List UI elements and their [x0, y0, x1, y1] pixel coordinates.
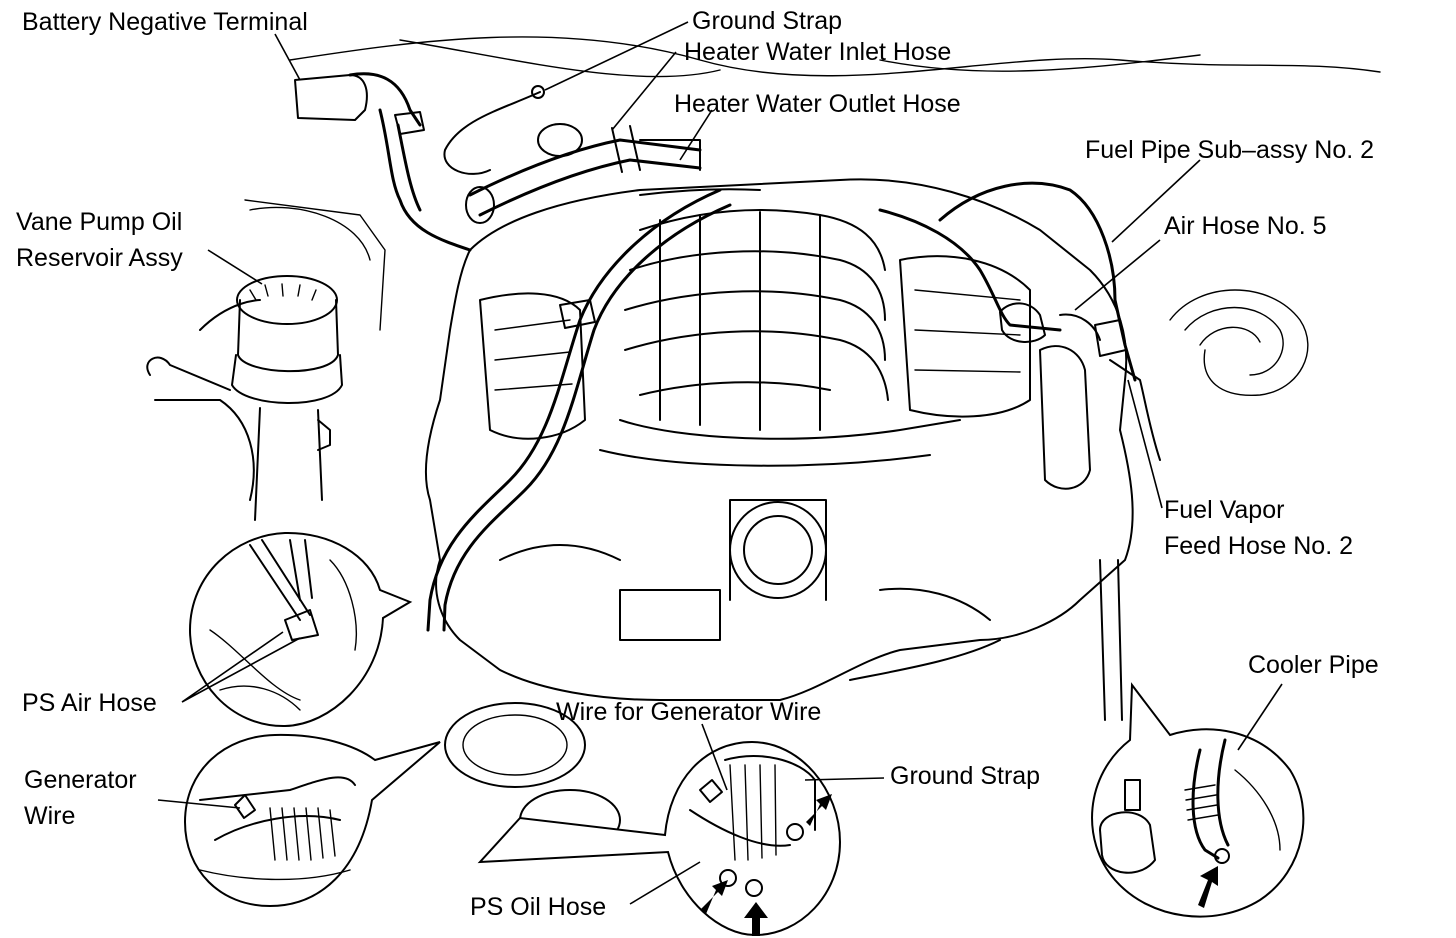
label-heater-water-outlet-hose: Heater Water Outlet Hose — [674, 90, 961, 118]
label-fuel-vapor-line1: Fuel Vapor — [1164, 496, 1284, 524]
label-ground-strap-bottom: Ground Strap — [890, 762, 1040, 790]
labels: Battery Negative Terminal Ground Strap H… — [16, 7, 1379, 921]
label-fuel-vapor-line2: Feed Hose No. 2 — [1164, 532, 1353, 560]
detail-ps-air-hose — [188, 531, 413, 728]
leader-lines — [157, 21, 1283, 905]
engine-drawing — [146, 36, 1381, 851]
label-vane-pump-line1: Vane Pump Oil — [16, 208, 182, 236]
label-ps-oil-hose: PS Oil Hose — [470, 893, 606, 921]
label-generator-wire-line2: Wire — [24, 802, 75, 830]
label-heater-water-inlet-hose: Heater Water Inlet Hose — [684, 38, 951, 66]
label-cooler-pipe: Cooler Pipe — [1248, 651, 1379, 679]
detail-generator-wire — [183, 733, 441, 908]
label-battery-negative-terminal: Battery Negative Terminal — [22, 8, 308, 36]
detail-cooler-pipe — [1091, 682, 1305, 918]
label-generator-wire-line1: Generator — [24, 766, 137, 794]
label-ground-strap-top: Ground Strap — [692, 7, 842, 35]
label-fuel-pipe-sub-assy: Fuel Pipe Sub–assy No. 2 — [1085, 136, 1374, 164]
label-ps-air-hose: PS Air Hose — [22, 689, 157, 717]
label-vane-pump-line2: Reservoir Assy — [16, 244, 183, 272]
label-air-hose-no5: Air Hose No. 5 — [1164, 212, 1327, 240]
detail-generator-ground — [477, 740, 842, 937]
label-wire-for-generator-wire: Wire for Generator Wire — [556, 698, 821, 726]
